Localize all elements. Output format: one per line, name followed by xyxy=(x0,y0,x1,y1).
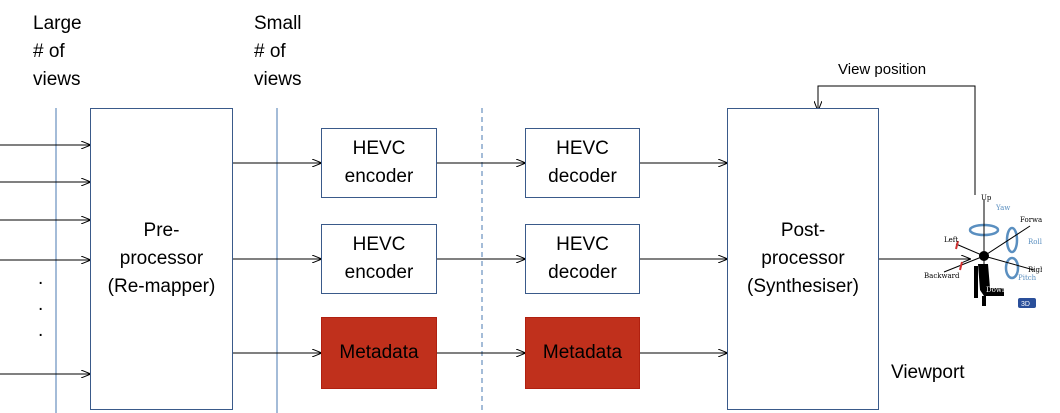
rot-pitch-label: Pitch xyxy=(1018,274,1037,282)
postprocessor-box: Post- processor (Synthesiser) xyxy=(727,108,879,410)
small-views-label: Small # of views xyxy=(254,13,302,90)
axis-up-label: Up xyxy=(981,194,992,202)
axis-down-label: Down xyxy=(986,286,1007,294)
arrow-view-position xyxy=(818,85,976,195)
input-arrows xyxy=(0,145,90,374)
rot-yaw-label: Yaw xyxy=(995,204,1010,212)
metadata-box-1: Metadata xyxy=(321,317,437,389)
more-inputs-dots: . . . xyxy=(38,268,44,341)
viewport-label: Viewport xyxy=(891,362,965,383)
3d-badge-label: 3D xyxy=(1021,301,1030,308)
axis-backward-label: Backward xyxy=(924,272,960,280)
view-position-label: View position xyxy=(838,61,927,78)
preprocessor-box: Pre- processor (Re-mapper) xyxy=(90,108,233,410)
large-views-label: Large # of views xyxy=(33,13,82,90)
axis-forward-label: Forward xyxy=(1020,216,1042,224)
metadata-box-2: Metadata xyxy=(525,317,640,389)
axis-right-label: Right xyxy=(1028,266,1042,274)
rot-roll-label: Roll xyxy=(1028,238,1042,246)
axis-left-label: Left xyxy=(944,236,958,244)
viewer-6dof-icon: Up Yaw Forward Roll Left Right Pitch Bac… xyxy=(924,194,1042,308)
